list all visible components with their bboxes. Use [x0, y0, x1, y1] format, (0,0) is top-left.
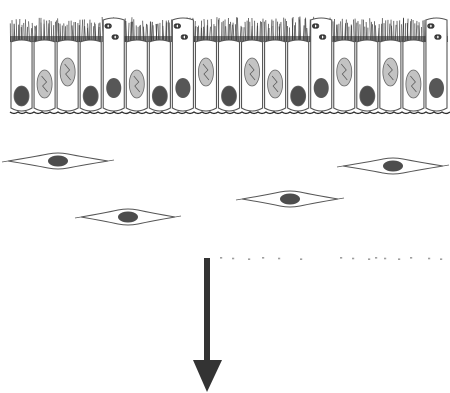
goblet-nucleus: [314, 78, 329, 98]
speckle: [262, 257, 264, 259]
fibroblast-nucleus: [118, 212, 138, 223]
cell-nucleus: [291, 86, 306, 106]
speckle: [428, 258, 430, 260]
fibroblast-process: [75, 217, 81, 218]
speckle-line: [220, 257, 442, 260]
fibroblast-process: [236, 199, 242, 200]
fibroblast-nucleus: [383, 161, 403, 172]
arrow-head: [193, 360, 222, 392]
goblet-nucleus: [175, 78, 190, 98]
speckle: [352, 258, 354, 260]
speckle: [278, 258, 280, 260]
goblet-nucleus: [106, 78, 121, 98]
cell-nucleus: [360, 86, 375, 106]
fibroblast-cell: [236, 191, 344, 207]
fibroblast-cell: [75, 209, 181, 225]
down-arrow-icon: [193, 258, 222, 392]
speckle: [440, 258, 442, 260]
basement-line: [10, 112, 450, 114]
fibroblast-cell: [337, 158, 449, 174]
arrow-shaft: [204, 258, 210, 362]
fibroblast-process: [443, 165, 449, 166]
speckle: [248, 258, 250, 260]
cell-nucleus: [83, 86, 98, 106]
speckle: [300, 258, 302, 260]
fibroblast-group: [2, 153, 449, 225]
speckle: [375, 257, 377, 259]
fibroblast-process: [337, 166, 343, 167]
fibroblast-process: [175, 216, 181, 217]
speckle: [398, 258, 400, 260]
speckle: [410, 257, 412, 259]
goblet-nucleus: [429, 78, 444, 98]
speckle: [220, 257, 222, 259]
speckle: [232, 258, 234, 260]
cell-nucleus: [14, 86, 29, 106]
speckle: [340, 257, 342, 259]
fibroblast-process: [2, 161, 8, 162]
speckle: [384, 258, 386, 260]
cell-nucleus: [221, 86, 236, 106]
cell-nucleus: [152, 86, 167, 106]
basement-membrane: [10, 112, 450, 114]
fibroblast-process: [338, 198, 344, 199]
cilia-band: [10, 16, 448, 42]
fibroblast-process: [108, 160, 114, 161]
fibroblast-nucleus: [280, 194, 300, 205]
speckle: [368, 258, 370, 260]
ciliated-epithelium-layer: [10, 16, 450, 113]
fibroblast-cell: [2, 153, 114, 169]
fibroblast-nucleus: [48, 156, 68, 167]
